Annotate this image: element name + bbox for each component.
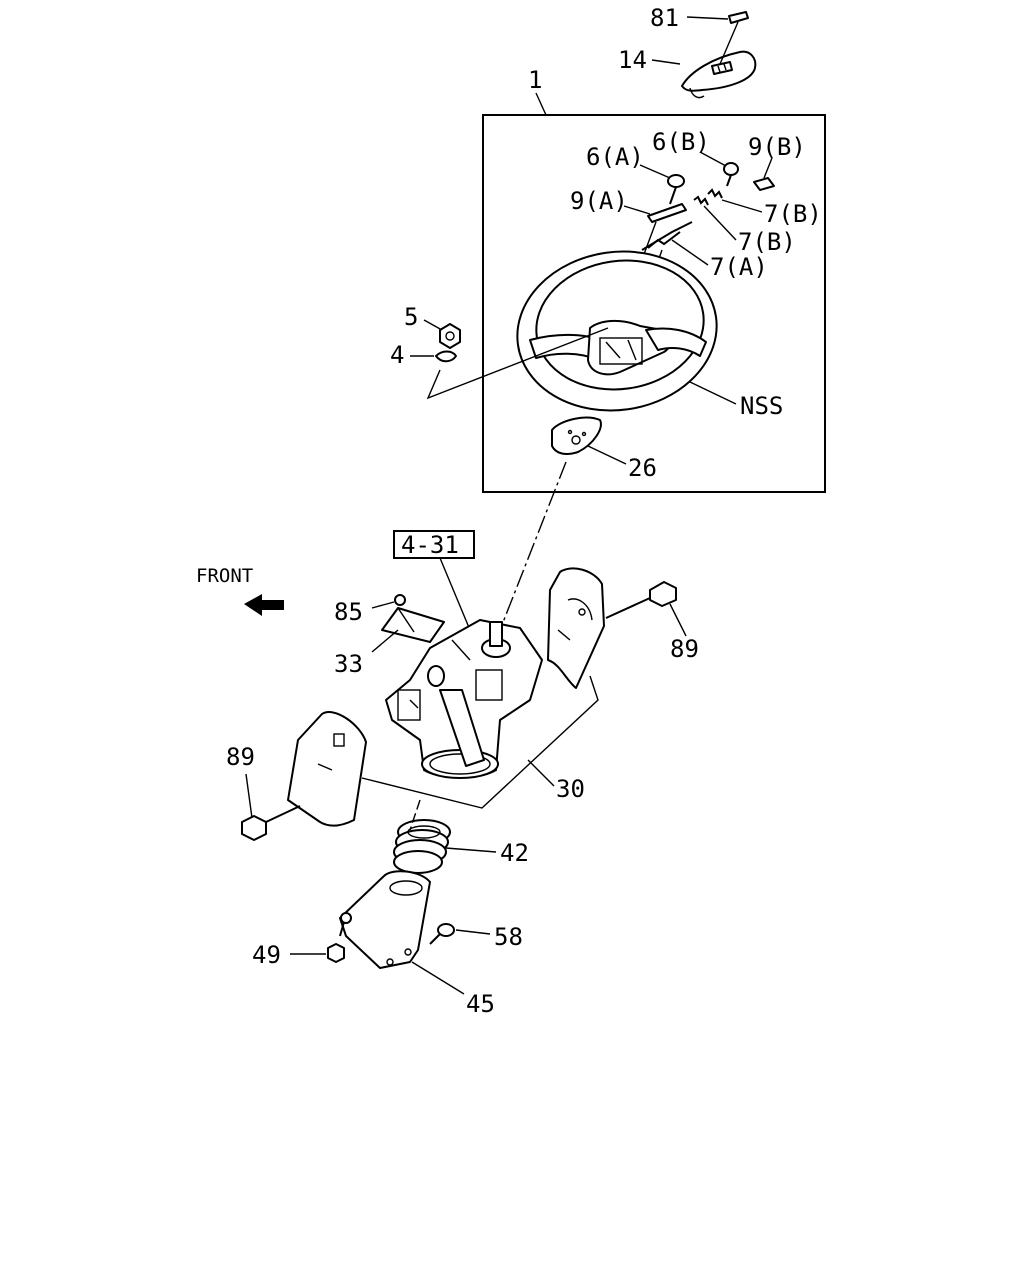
part-89-bolt-left bbox=[241, 805, 301, 841]
callout-4: 4 bbox=[390, 341, 404, 369]
leader-42 bbox=[445, 847, 497, 853]
leader-9a bbox=[623, 205, 651, 215]
leader-7b-lower bbox=[703, 205, 737, 241]
callout-49: 49 bbox=[252, 941, 281, 969]
leader-85 bbox=[371, 601, 395, 609]
callout-26: 26 bbox=[628, 454, 657, 482]
part-nss-steering-wheel bbox=[516, 250, 718, 412]
part-26-lower-cover bbox=[551, 416, 602, 455]
leader-nss bbox=[689, 381, 737, 405]
callout-81: 81 bbox=[650, 4, 679, 32]
leader-14-81 bbox=[719, 21, 739, 65]
callout-14: 14 bbox=[618, 46, 647, 74]
leader-33 bbox=[371, 629, 399, 653]
part-30-upper-cover bbox=[547, 567, 605, 689]
callout-45: 45 bbox=[466, 990, 495, 1018]
leader-30 bbox=[527, 759, 555, 787]
leader-7b-upper bbox=[721, 199, 763, 213]
part-58-bolt bbox=[429, 923, 455, 945]
part-7b-spring-lower bbox=[693, 195, 709, 206]
callout-6a: 6(A) bbox=[586, 143, 644, 171]
callout-7b-upper: 7(B) bbox=[764, 200, 822, 228]
part-14-horn-pad bbox=[681, 50, 757, 99]
leader-26 bbox=[587, 445, 627, 465]
steering-column-body bbox=[385, 619, 543, 779]
guide-line-boot bbox=[409, 799, 421, 831]
part-85-screw bbox=[394, 594, 406, 606]
front-label: FRONT bbox=[196, 565, 253, 587]
part-7b-spring-upper bbox=[707, 188, 723, 199]
callout-89-right: 89 bbox=[670, 635, 699, 663]
ref-4-31-box bbox=[393, 530, 475, 559]
part-42-boot bbox=[393, 819, 451, 874]
leader-89-right bbox=[669, 603, 687, 637]
leader-1 bbox=[535, 92, 547, 116]
leader-9b bbox=[763, 157, 773, 179]
part-9b-clip bbox=[753, 177, 775, 191]
front-arrow-icon bbox=[244, 594, 284, 616]
guide-line-shaft bbox=[499, 461, 567, 631]
part-45-lower-boot bbox=[339, 870, 431, 969]
leader-30-outline bbox=[361, 675, 599, 809]
leader-6a bbox=[639, 164, 671, 179]
leader-58 bbox=[455, 929, 491, 935]
callout-6b: 6(B) bbox=[652, 128, 710, 156]
callout-42: 42 bbox=[500, 839, 529, 867]
part-7a-spring bbox=[641, 221, 693, 251]
leader-6b bbox=[699, 151, 727, 167]
part-6b-screw bbox=[723, 162, 739, 187]
callout-7b-lower: 7(B) bbox=[738, 228, 796, 256]
part-6a-screw bbox=[667, 174, 685, 205]
assembly-1-box bbox=[482, 114, 826, 493]
callout-nss: NSS bbox=[740, 392, 783, 420]
callout-58: 58 bbox=[494, 923, 523, 951]
callout-9a: 9(A) bbox=[570, 187, 628, 215]
part-81-emblem bbox=[728, 11, 749, 24]
leader-89-left bbox=[245, 773, 253, 819]
part-30-lower-cover bbox=[287, 711, 367, 827]
part-33-bracket bbox=[381, 607, 445, 643]
guide-line-hub bbox=[426, 327, 609, 400]
part-89-bolt-right bbox=[605, 581, 677, 619]
callout-33: 33 bbox=[334, 650, 363, 678]
part-5-nut bbox=[439, 323, 461, 349]
leader-4-31 bbox=[439, 557, 471, 631]
callout-7a: 7(A) bbox=[710, 253, 768, 281]
callout-30: 30 bbox=[556, 775, 585, 803]
part-49-nut bbox=[327, 912, 352, 963]
leader-7a bbox=[671, 239, 709, 266]
leader-45 bbox=[411, 961, 465, 995]
part-4-washer bbox=[435, 350, 457, 363]
callout-5: 5 bbox=[404, 303, 418, 331]
leader-14 bbox=[651, 59, 681, 65]
callout-1: 1 bbox=[528, 66, 542, 94]
callout-85: 85 bbox=[334, 598, 363, 626]
callout-ref-4-31: 4-31 bbox=[401, 531, 459, 559]
callout-89-left: 89 bbox=[226, 743, 255, 771]
part-9a-clip bbox=[647, 203, 687, 223]
leader-81 bbox=[686, 16, 729, 20]
callout-9b: 9(B) bbox=[748, 133, 806, 161]
leader-5 bbox=[423, 319, 443, 331]
